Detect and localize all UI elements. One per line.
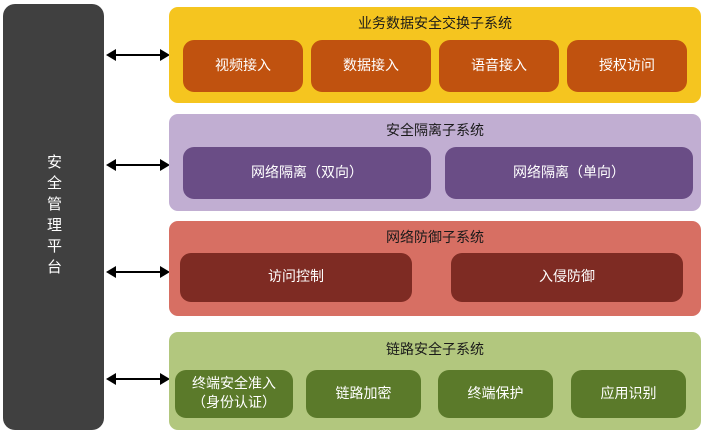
subsystem-title: 业务数据安全交换子系统 <box>358 16 512 32</box>
platform-label: 安全管理平台 <box>45 154 63 280</box>
network-isolation-bidirectional-module: 网络隔离（双向） <box>183 147 431 199</box>
application-identification-module: 应用识别 <box>571 370 686 418</box>
terminal-admission-module: 终端安全准入 （身份认证） <box>175 370 293 418</box>
bidirectional-arrow-3 <box>106 266 170 278</box>
security-isolation-subsystem: 安全隔离子系统 网络隔离（双向） 网络隔离（单向） <box>169 114 701 211</box>
data-access-module: 数据接入 <box>311 40 431 92</box>
bidirectional-arrow-4 <box>106 373 170 385</box>
subsystem-title: 链路安全子系统 <box>386 342 484 358</box>
network-isolation-unidirectional-module: 网络隔离（单向） <box>445 147 693 199</box>
terminal-protection-module: 终端保护 <box>438 370 553 418</box>
bidirectional-arrow-2 <box>106 159 170 171</box>
authorized-access-module: 授权访问 <box>567 40 687 92</box>
subsystem-title: 网络防御子系统 <box>386 230 484 246</box>
business-data-exchange-subsystem: 业务数据安全交换子系统 视频接入 数据接入 语音接入 授权访问 <box>169 7 701 103</box>
network-defense-subsystem: 网络防御子系统 访问控制 入侵防御 <box>169 221 701 316</box>
bidirectional-arrow-1 <box>106 49 170 61</box>
video-access-module: 视频接入 <box>183 40 303 92</box>
intrusion-prevention-module: 入侵防御 <box>451 253 683 302</box>
voice-access-module: 语音接入 <box>439 40 559 92</box>
link-security-subsystem: 链路安全子系统 终端安全准入 （身份认证） 链路加密 终端保护 应用识别 <box>169 332 701 430</box>
subsystem-title: 安全隔离子系统 <box>386 123 484 139</box>
access-control-module: 访问控制 <box>180 253 412 302</box>
link-encryption-module: 链路加密 <box>306 370 421 418</box>
security-management-platform: 安全管理平台 <box>3 4 104 430</box>
